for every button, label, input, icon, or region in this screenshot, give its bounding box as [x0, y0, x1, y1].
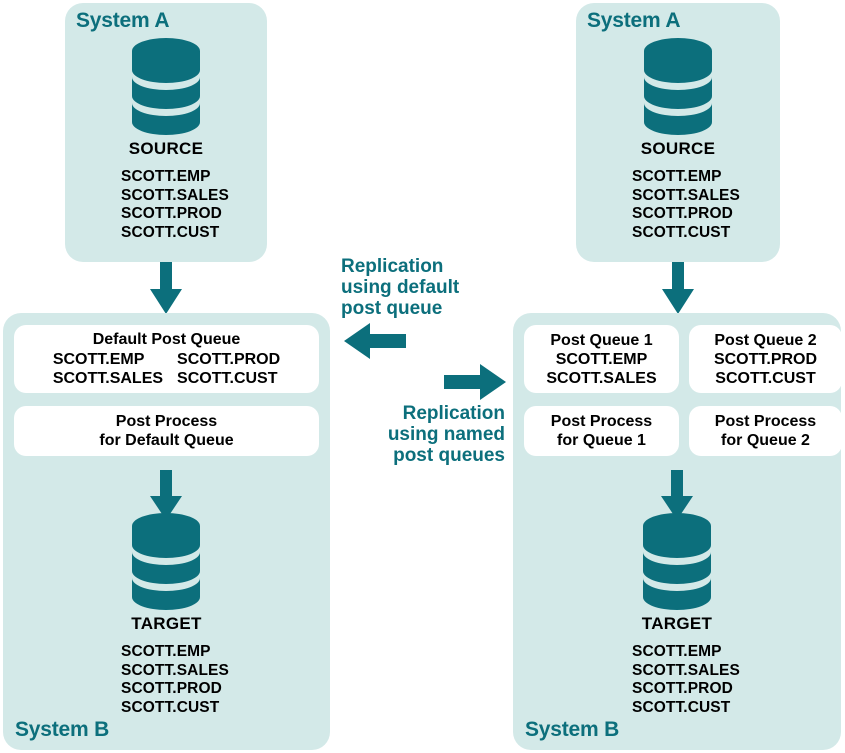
default-post-queue-column-right: SCOTT.PROD SCOTT.CUST [177, 350, 280, 388]
table-name: SCOTT.PROD [121, 680, 222, 697]
table-name: SCOTT.PROD [632, 680, 733, 697]
post-queue-1-box: Post Queue 1 SCOTT.EMP SCOTT.SALES [524, 325, 679, 393]
default-post-queue-column-left: SCOTT.EMP SCOTT.SALES [53, 350, 163, 388]
post-queue-1-title: Post Queue 1 [550, 331, 653, 349]
post-queue-2-box: Post Queue 2 SCOTT.PROD SCOTT.CUST [689, 325, 842, 393]
arrow-right-replication-named [444, 363, 506, 401]
table-name: SCOTT.PROD [632, 205, 733, 222]
table-name: SCOTT.CUST [715, 369, 816, 387]
panel-system-a-left: System A SOURCE SCOTT.EMP SCOTT.SALES SC… [65, 3, 267, 262]
post-process-2-box: Post Process for Queue 2 [689, 406, 842, 456]
table-name: SCOTT.PROD [121, 205, 222, 222]
post-process-line: for Queue 1 [557, 432, 646, 449]
table-list-target-right: SCOTT.EMP SCOTT.SALES SCOTT.PROD SCOTT.C… [632, 643, 740, 717]
table-name: SCOTT.PROD [713, 350, 818, 368]
replication-named-label: Replication using named post queues [361, 403, 505, 466]
post-queue-1-tables: SCOTT.EMP SCOTT.SALES [546, 350, 656, 388]
default-post-queue-box: Default Post Queue SCOTT.EMP SCOTT.SALES… [14, 325, 319, 393]
table-name: SCOTT.EMP [555, 350, 648, 368]
arrow-down-source-to-queue-right [660, 262, 696, 314]
database-icon-target-left [127, 512, 205, 610]
table-name: SCOTT.EMP [121, 168, 211, 185]
db-caption-source-right: SOURCE [640, 139, 716, 158]
post-process-1-box: Post Process for Queue 1 [524, 406, 679, 456]
arrow-left-replication-default [344, 322, 406, 360]
table-name: SCOTT.EMP [121, 643, 211, 660]
table-name: SCOTT.SALES [121, 186, 229, 204]
default-post-queue-columns: SCOTT.EMP SCOTT.SALES SCOTT.PROD SCOTT.C… [53, 350, 280, 388]
arrow-down-process-to-target-left [148, 470, 184, 520]
table-list-target-left: SCOTT.EMP SCOTT.SALES SCOTT.PROD SCOTT.C… [121, 643, 229, 717]
arrow-down-process-to-target-right [659, 470, 695, 520]
post-process-line: Post Process [115, 413, 218, 430]
panel-title-system-a-left: System A [76, 9, 170, 32]
database-icon-source-left [127, 37, 205, 135]
table-name: SCOTT.CUST [632, 698, 731, 716]
table-name: SCOTT.CUST [177, 370, 278, 387]
table-name: SCOTT.EMP [52, 351, 145, 368]
table-name: SCOTT.SALES [632, 661, 740, 679]
post-queue-2-tables: SCOTT.PROD SCOTT.CUST [714, 350, 817, 388]
panel-title-system-b-left: System B [15, 718, 110, 741]
replication-default-line-2: using default [341, 277, 460, 298]
db-caption-source-left: SOURCE [128, 139, 204, 158]
table-name: SCOTT.SALES [121, 661, 229, 679]
replication-default-label: Replication using default post queue [341, 256, 459, 319]
post-process-line: for Default Queue [99, 432, 234, 449]
table-name: SCOTT.CUST [121, 698, 220, 716]
replication-named-line-2: using named [387, 424, 505, 445]
panel-title-system-a-right: System A [587, 9, 681, 32]
default-post-process-box: Post Process for Default Queue [14, 406, 319, 456]
database-icon-source-right [639, 37, 717, 135]
table-list-source-left: SCOTT.EMP SCOTT.SALES SCOTT.PROD SCOTT.C… [121, 168, 229, 242]
table-name: SCOTT.EMP [632, 168, 722, 185]
arrow-down-source-to-queue-left [148, 262, 184, 314]
replication-default-line-3: post queue [341, 298, 443, 319]
table-name: SCOTT.EMP [632, 643, 722, 660]
panel-title-system-b-right: System B [525, 718, 620, 741]
table-name: SCOTT.SALES [546, 369, 657, 387]
table-name: SCOTT.CUST [121, 223, 220, 241]
table-list-source-right: SCOTT.EMP SCOTT.SALES SCOTT.PROD SCOTT.C… [632, 168, 740, 242]
replication-named-line-3: post queues [393, 445, 505, 466]
post-queue-2-title: Post Queue 2 [714, 331, 817, 349]
default-post-queue-title: Default Post Queue [92, 331, 241, 348]
replication-named-line-1: Replication [402, 403, 505, 424]
panel-system-a-right: System A SOURCE SCOTT.EMP SCOTT.SALES SC… [576, 3, 780, 262]
replication-default-line-1: Replication [341, 256, 444, 277]
post-process-line: for Queue 2 [721, 432, 810, 449]
post-process-line: Post Process [550, 413, 653, 430]
table-name: SCOTT.SALES [632, 186, 740, 204]
database-icon-target-right [638, 512, 716, 610]
panel-system-b-left: Default Post Queue SCOTT.EMP SCOTT.SALES… [3, 313, 330, 750]
table-name: SCOTT.CUST [632, 223, 731, 241]
db-caption-target-right: TARGET [641, 614, 713, 633]
post-process-line: Post Process [714, 413, 817, 430]
db-caption-target-left: TARGET [131, 614, 202, 633]
panel-system-b-right: Post Queue 1 SCOTT.EMP SCOTT.SALES Post … [513, 313, 842, 750]
table-name: SCOTT.SALES [52, 370, 164, 387]
table-name: SCOTT.PROD [177, 351, 281, 368]
